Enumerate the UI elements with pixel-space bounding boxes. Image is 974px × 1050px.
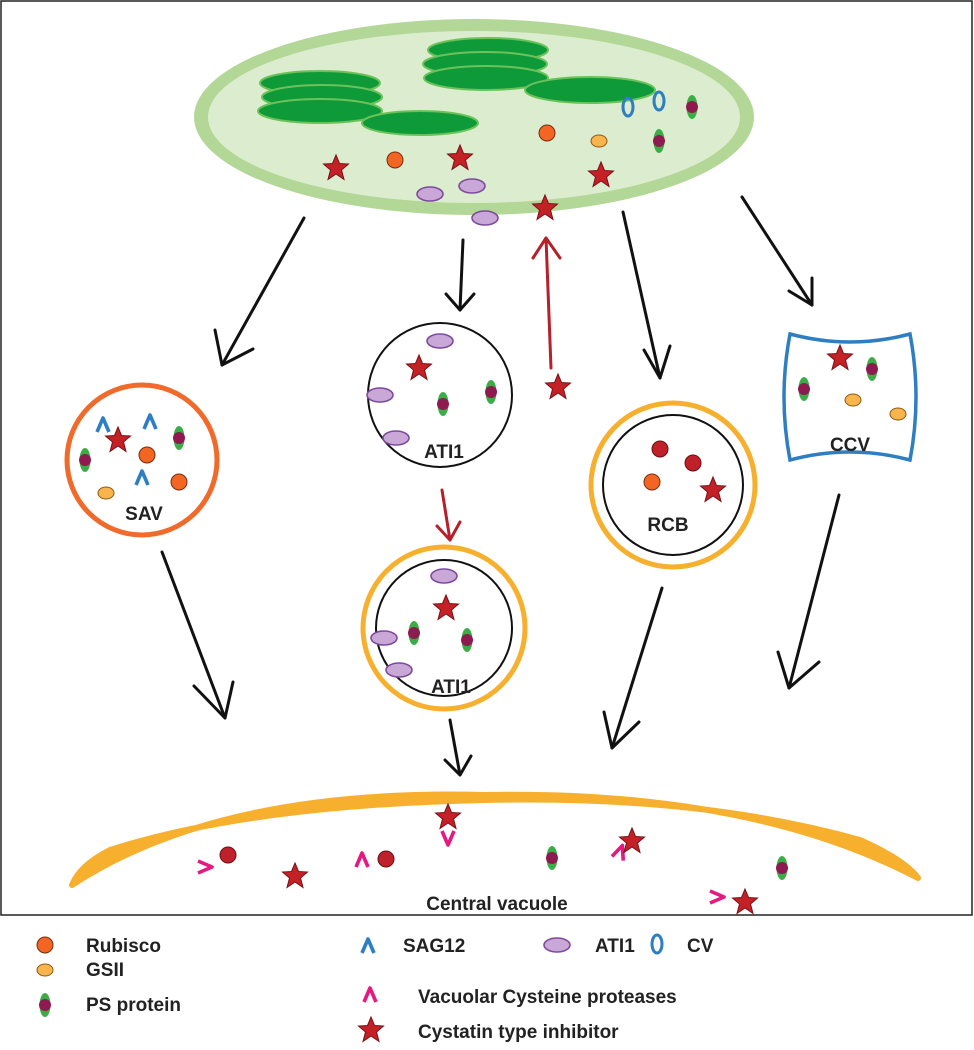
gsii-icon xyxy=(590,134,608,148)
legend-sag12: SAG12 xyxy=(403,936,465,957)
rubisco-icon xyxy=(643,473,661,491)
central-vacuole: Central vacuole xyxy=(69,791,921,915)
rubisco-legend-icon xyxy=(36,936,54,954)
chloroplast xyxy=(194,19,754,226)
protease-icon xyxy=(196,859,214,875)
cystatin-icon xyxy=(732,888,758,914)
legend-ps-protein: PS protein xyxy=(86,995,181,1016)
legend-ati1: ATI1 xyxy=(595,936,635,957)
legend-gsii: GSII xyxy=(86,960,124,981)
ati1-icon xyxy=(366,387,394,403)
sav-vesicle: SAV xyxy=(64,382,220,538)
pathway-arrows xyxy=(160,195,841,777)
ps-protein-legend-icon xyxy=(39,993,51,1017)
ati1-icon xyxy=(430,568,458,584)
ccv-vesicle: CCV xyxy=(782,331,918,463)
legend-proteases: Vacuolar Cysteine proteases xyxy=(418,987,677,1008)
red-arrows xyxy=(435,236,562,542)
gsii-legend-icon xyxy=(36,963,54,977)
protease-icon xyxy=(440,829,456,847)
gsii-icon xyxy=(97,486,115,500)
rcb-vesicle: RCB xyxy=(588,400,758,570)
gsii-icon xyxy=(844,393,862,407)
protease-icon xyxy=(708,889,726,905)
ps-protein-icon xyxy=(776,856,788,880)
ccv-label: CCV xyxy=(830,435,870,456)
cystatin-icon xyxy=(282,862,308,888)
ps-protein-icon xyxy=(546,846,558,870)
cystatin-legend-icon xyxy=(358,1016,384,1042)
ati1-label-top: ATI1 xyxy=(424,442,464,463)
sag12-legend-icon xyxy=(360,937,376,955)
ati1-icon xyxy=(471,210,499,226)
rcb-label: RCB xyxy=(647,515,688,536)
rubisco-dot xyxy=(684,454,702,472)
ati1-body-bottom: ATI1 xyxy=(360,544,528,712)
rubisco-dot xyxy=(219,846,237,864)
ati1-icon xyxy=(385,662,413,678)
thylakoid-stacks xyxy=(257,37,656,136)
diagram-frame xyxy=(0,0,973,916)
ati1-label-bottom: ATI1 xyxy=(431,677,471,698)
rubisco-icon xyxy=(138,446,156,464)
rubisco-icon xyxy=(538,124,556,142)
cv-legend-icon xyxy=(650,933,664,955)
central-vacuole-label: Central vacuole xyxy=(426,894,568,915)
ati1-icon xyxy=(416,186,444,202)
ati1-icon xyxy=(426,333,454,349)
protease-legend-icon xyxy=(362,986,378,1004)
rubisco-dot xyxy=(377,850,395,868)
rubisco-icon xyxy=(170,473,188,491)
cystatin-icon xyxy=(545,373,571,399)
ati1-icon xyxy=(458,178,486,194)
ati1-legend-icon xyxy=(543,937,571,953)
legend-rubisco: Rubisco xyxy=(86,936,161,957)
rubisco-icon xyxy=(386,151,404,169)
ati1-body-top: ATI1 xyxy=(366,322,513,468)
rubisco-dot xyxy=(651,440,669,458)
sav-label: SAV xyxy=(125,504,163,525)
protease-icon xyxy=(354,851,370,869)
legend-cystatin: Cystatin type inhibitor xyxy=(418,1022,619,1043)
ati1-icon xyxy=(382,430,410,446)
gsii-icon xyxy=(889,407,907,421)
legend-cv: CV xyxy=(687,936,714,957)
legend: Rubisco GSII PS protein SAG12 ATI1 CV Va… xyxy=(36,933,714,1043)
cystatin-icon xyxy=(435,803,461,829)
ati1-icon xyxy=(370,630,398,646)
